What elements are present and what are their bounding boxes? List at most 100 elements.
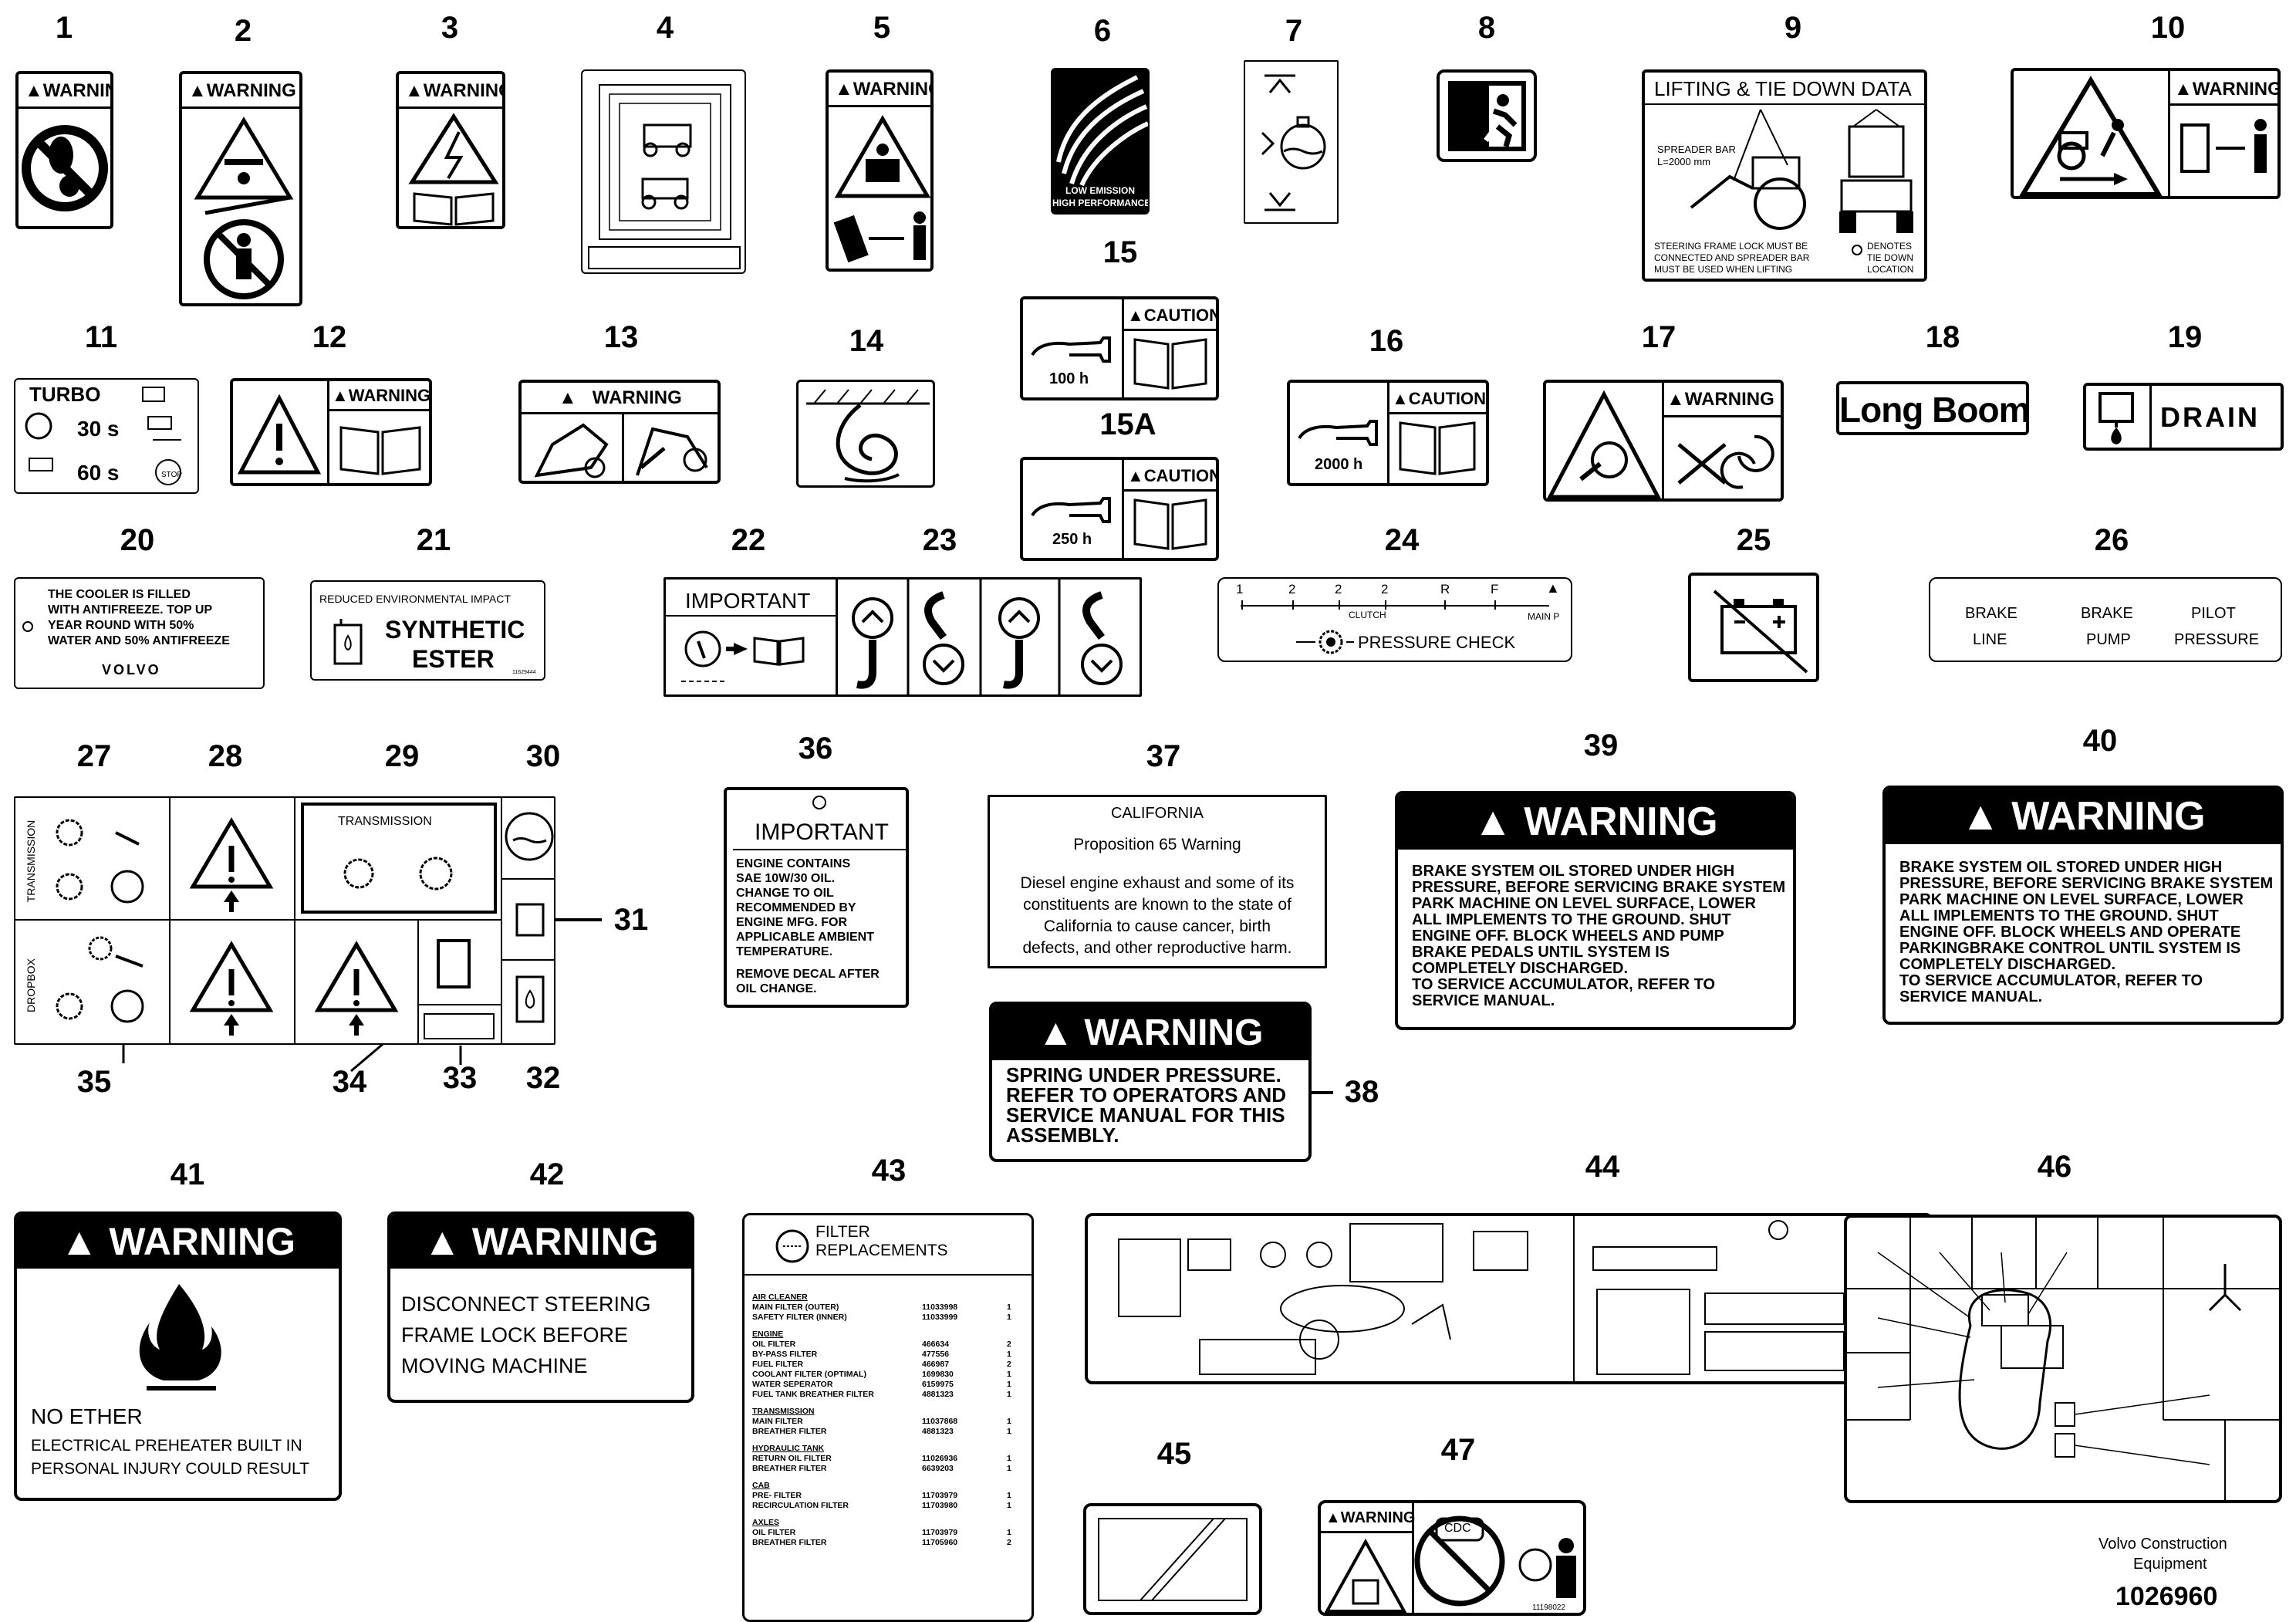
warning-header: ▲ WARNING [390, 1215, 691, 1269]
drain-icon [2098, 392, 2134, 444]
filter-cell: COOLANT FILTER (OPTIMAL) [752, 1370, 866, 1379]
spreader-bar-label: SPREADER BAR [1657, 144, 1736, 155]
decal-15a-service-250h: ▲CAUTION 250 h [1020, 457, 1219, 561]
callout-26: 26 [2094, 523, 2129, 557]
filter-cell: 6639203 [922, 1464, 954, 1473]
warning-header: ▲ WARNING [17, 1215, 339, 1269]
grease-gun-icon [1031, 497, 1207, 550]
decal-2-crush-hazard: ▲WARNING [179, 71, 302, 306]
decal-18-long-boom: Long Boom [1836, 381, 2029, 435]
pressure-check-label: PRESSURE CHECK [1358, 633, 1516, 652]
decal-42-steering-lock: ▲ WARNING DISCONNECT STEERING FRAME LOCK… [387, 1211, 694, 1403]
callout-32: 32 [525, 1061, 561, 1095]
transmission-side-label: TRANSMISSION [25, 819, 37, 903]
machine-outline-icon [588, 84, 741, 269]
filter-cell: 2 [1007, 1340, 1011, 1349]
filter-cell: 1 [1007, 1501, 1011, 1510]
callout-18: 18 [1925, 320, 1960, 354]
turbo-time-30: 30 s [77, 417, 120, 441]
emission-swoosh-icon [1056, 75, 1148, 187]
filter-group-heading: TRANSMISSION [752, 1407, 815, 1416]
brake-line-1: BRAKE [1965, 605, 2017, 622]
filter-cell: 1 [1007, 1313, 1011, 1322]
decal-47-code: 11198022 [1532, 1603, 1566, 1612]
filter-cell: 466634 [922, 1340, 950, 1349]
callout-12: 12 [312, 320, 347, 354]
turbo-time-60: 60 s [77, 461, 120, 485]
callout-31: 31 [613, 903, 649, 937]
caution-label: ▲CAUTION [1127, 466, 1219, 485]
decal-3-electrical: ▲WARNING [396, 71, 505, 229]
brake-pump-2: PUMP [2086, 631, 2131, 648]
callout-45: 45 [1156, 1437, 1192, 1471]
filter-cell: 1699830 [922, 1370, 954, 1379]
warning-label: ▲ WARNING [559, 387, 682, 408]
leader-38 [1312, 1091, 1333, 1094]
decal-26-pressure-ports: BRAKE LINE BRAKE PUMP PILOT PRESSURE [1929, 577, 2282, 662]
no-ether-heading: NO ETHER [31, 1404, 143, 1428]
decal-5-bystander: ▲WARNING [826, 69, 934, 272]
decal-27-35-service-panel: TRANSMISSION DROPBOX TRANSMISSION [14, 796, 555, 1045]
crush-hazard-icon [194, 117, 294, 299]
pressure-mark-6: F [1491, 582, 1499, 596]
brake-warning-text: BRAKE SYSTEM OIL STORED UNDER HIGH PRESS… [1412, 863, 1786, 1009]
lift-point-icons [681, 580, 1123, 694]
callout-39: 39 [1583, 728, 1619, 762]
warning-label: ▲WARNING [1325, 1509, 1416, 1526]
decal-13-bucket-hazard: ▲ WARNING [518, 380, 721, 484]
filter-cell: FUEL FILTER [752, 1360, 804, 1369]
callout-43: 43 [871, 1154, 907, 1188]
callout-5: 5 [873, 11, 891, 45]
callout-27: 27 [76, 739, 112, 773]
filter-cell: FUEL TANK BREATHER FILTER [752, 1390, 874, 1399]
filter-title-2: REPLACEMENTS [815, 1242, 948, 1259]
filter-cell: RECIRCULATION FILTER [752, 1501, 849, 1510]
lifting-note-2: CONNECTED AND SPREADER BAR [1654, 252, 1810, 263]
filter-cell: 477556 [922, 1350, 950, 1359]
stop-label: STOP [161, 471, 183, 479]
flame-icon [139, 1284, 221, 1391]
hose-icon [806, 389, 930, 483]
filter-cell: 11703980 [922, 1501, 958, 1510]
decal-21-code: 11629444 [512, 670, 536, 675]
decal-38-spring-warning: ▲ WARNING SPRING UNDER PRESSURE. REFER T… [989, 1002, 1312, 1162]
warning-label: ▲WARNING [25, 80, 110, 101]
prop65-line-2: constituents are known to the state of [1023, 896, 1292, 914]
decal-36-engine-oil: IMPORTANT ENGINE CONTAINS SAE 10W/30 OIL… [724, 787, 909, 1008]
warning-label: ▲WARNING [405, 80, 505, 101]
filter-row: COOLANT FILTER (OPTIMAL) 1699830 1 [752, 1370, 1026, 1380]
clutch-label: CLUTCH [1349, 610, 1386, 620]
hole-marker [22, 621, 33, 632]
prop65-label: Proposition 65 Warning [1073, 836, 1241, 853]
main-p-label: MAIN P [1528, 611, 1560, 622]
filter-cell: 2 [1007, 1360, 1011, 1369]
callout-17: 17 [1641, 320, 1676, 354]
pressure-mark-3: 2 [1335, 582, 1342, 596]
decal-17-fan-hazard: ▲WARNING [1543, 380, 1784, 502]
warning-label: ▲WARNING [332, 386, 431, 405]
decal-39-brake-warning: ▲ WARNING BRAKE SYSTEM OIL STORED UNDER … [1395, 791, 1796, 1030]
warning-label: ▲WARNING [2174, 79, 2281, 100]
denotes-1: DENOTES [1867, 241, 1913, 252]
runover-icon [2019, 76, 2267, 196]
filter-cell: 1 [1007, 1370, 1011, 1379]
spring-warning-text: SPRING UNDER PRESSURE. REFER TO OPERATOR… [1006, 1063, 1287, 1147]
reflector-icon [1098, 1518, 1248, 1601]
filter-cell: RETURN OIL FILTER [752, 1454, 832, 1463]
decal-40-brake-warning: ▲ WARNING BRAKE SYSTEM OIL STORED UNDER … [1882, 786, 2284, 1025]
filter-cell: 11037868 [922, 1417, 958, 1426]
lifting-note-1: STEERING FRAME LOCK MUST BE [1654, 241, 1808, 252]
fan-hazard-icon [1547, 390, 1774, 498]
warning-header: ▲ WARNING [992, 1005, 1308, 1060]
filter-cell: 1 [1007, 1491, 1011, 1500]
callout-15A: 15A [1099, 407, 1156, 441]
